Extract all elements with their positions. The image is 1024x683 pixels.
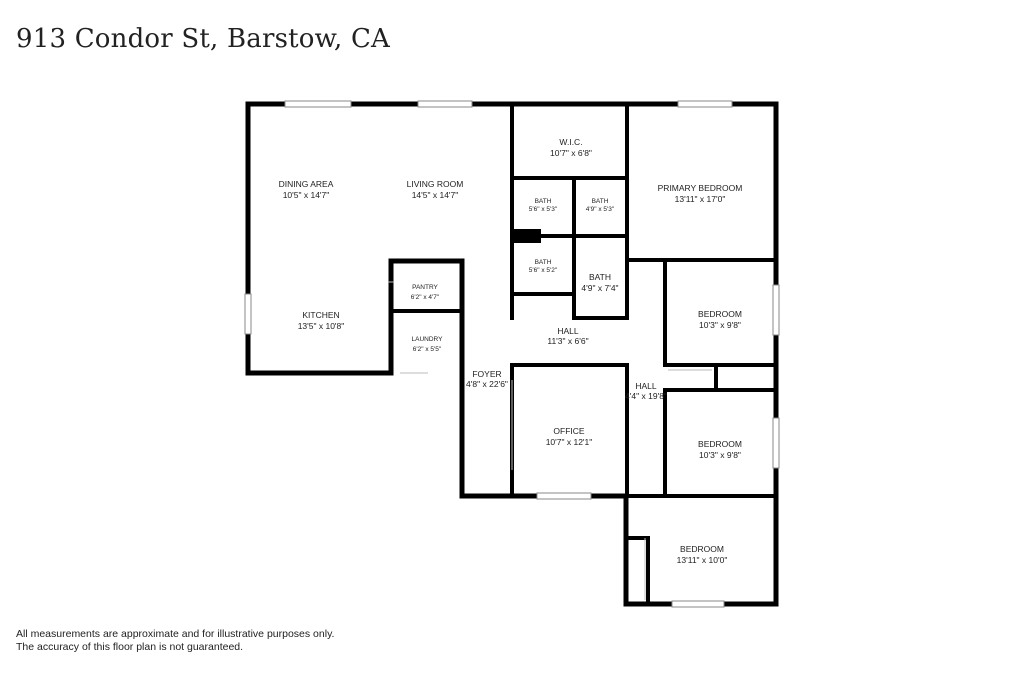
room-dims-bath1: 5'6" x 5'3" <box>529 206 558 213</box>
room-dims-bath2: 4'9" x 5'3" <box>586 206 615 213</box>
address-title: 913 Condor St, Barstow, CA <box>16 24 391 54</box>
room-name-bedroom1: BEDROOM <box>698 309 742 319</box>
room-name-bath1: BATH <box>535 198 552 205</box>
room-dims-dining: 10'5" x 14'7" <box>283 190 330 200</box>
disclaimer-line-1: All measurements are approximate and for… <box>16 628 335 640</box>
room-name-living: LIVING ROOM <box>407 179 464 189</box>
room-dims-primary: 13'11" x 17'0" <box>675 194 726 204</box>
room-name-foyer: FOYER <box>472 369 501 379</box>
room-name-dining: DINING AREA <box>279 179 334 189</box>
room-dims-bath3: 5'6" x 5'2" <box>529 267 558 274</box>
room-name-bath2: BATH <box>592 198 609 205</box>
room-name-bath4: BATH <box>589 272 611 282</box>
room-labels: DINING AREA 10'5" x 14'7" LIVING ROOM 14… <box>279 137 743 565</box>
room-name-hall2: HALL <box>635 381 657 391</box>
room-dims-hall2: 4'4" x 19'8" <box>625 391 667 401</box>
room-dims-living: 14'5" x 14'7" <box>412 190 459 200</box>
room-dims-wic: 10'7" x 6'8" <box>550 148 592 158</box>
room-dims-bedroom3: 13'11" x 10'0" <box>677 555 728 565</box>
room-dims-bedroom1: 10'3" x 9'8" <box>699 320 741 330</box>
windows <box>244 100 780 608</box>
room-name-pantry: PANTRY <box>412 284 438 291</box>
room-name-hall1: HALL <box>557 326 579 336</box>
room-dims-laundry: 6'2" x 5'5" <box>413 346 442 353</box>
room-dims-bedroom2: 10'3" x 9'8" <box>699 450 741 460</box>
disclaimer: All measurements are approximate and for… <box>16 628 334 654</box>
room-name-bedroom3: BEDROOM <box>680 544 724 554</box>
room-dims-bath4: 4'9" x 7'4" <box>581 283 618 293</box>
disclaimer-line-2: The accuracy of this floor plan is not g… <box>16 641 244 653</box>
room-name-laundry: LAUNDRY <box>412 336 444 343</box>
room-name-office: OFFICE <box>553 426 584 436</box>
door-openings <box>388 281 712 600</box>
room-name-primary: PRIMARY BEDROOM <box>658 183 743 193</box>
room-dims-pantry: 6'2" x 4'7" <box>411 294 440 301</box>
room-dims-foyer: 4'8" x 22'6" <box>466 379 508 389</box>
room-dims-kitchen: 13'5" x 10'8" <box>298 321 345 331</box>
room-dims-hall1: 11'3" x 6'6" <box>547 336 588 346</box>
room-name-bath3: BATH <box>535 259 552 266</box>
room-dims-office: 10'7" x 12'1" <box>546 437 593 447</box>
room-name-kitchen: KITCHEN <box>302 310 339 320</box>
room-name-bedroom2: BEDROOM <box>698 439 742 449</box>
room-name-wic: W.I.C. <box>559 137 582 147</box>
